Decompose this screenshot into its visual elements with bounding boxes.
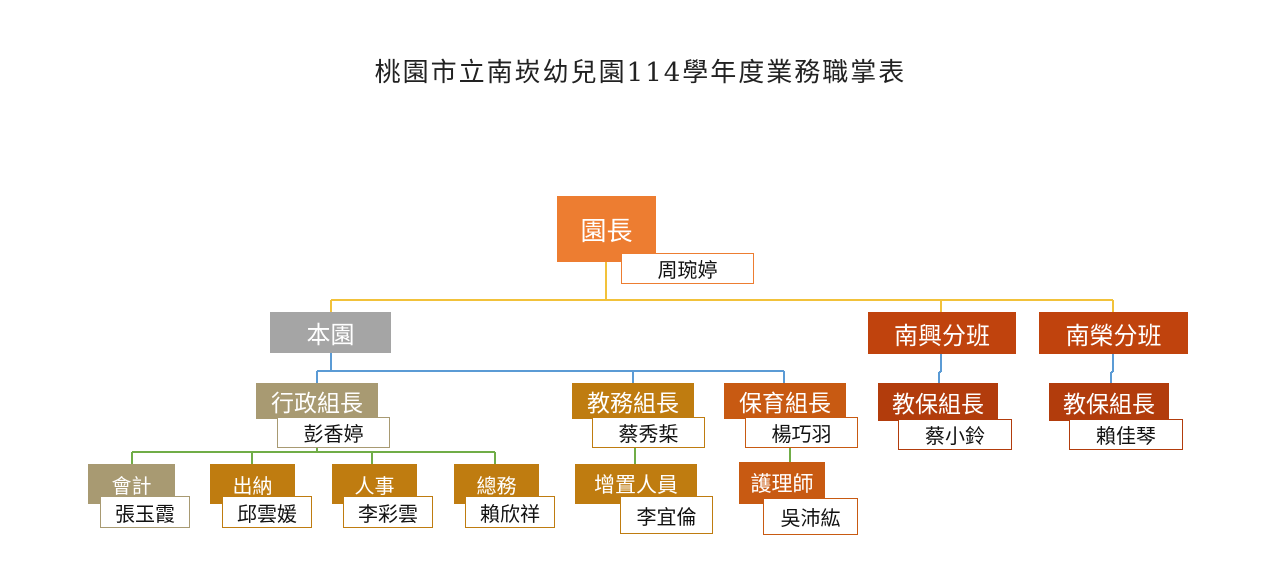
care-head-box: 保育組長 bbox=[724, 383, 846, 419]
cashier-name: 邱雲媛 bbox=[222, 496, 312, 528]
nanxing-head-box: 教保組長 bbox=[878, 383, 998, 421]
nanxing-head-name: 蔡小鈴 bbox=[898, 419, 1012, 450]
nanrong-branch-box: 南榮分班 bbox=[1039, 312, 1188, 354]
nurse-box: 護理師 bbox=[739, 462, 825, 504]
principal-box: 園長 bbox=[557, 196, 656, 262]
nanxing-branch-box: 南興分班 bbox=[868, 312, 1016, 354]
care-head-name: 楊巧羽 bbox=[745, 417, 858, 448]
admin-head-box: 行政組長 bbox=[256, 383, 378, 419]
procurement-name: 李宜倫 bbox=[620, 496, 713, 534]
academic-head-name: 蔡秀梊 bbox=[592, 417, 705, 448]
nurse-name: 吳沛紘 bbox=[763, 498, 858, 535]
accounting-name: 張玉霞 bbox=[100, 496, 190, 528]
admin-head-name: 彭香婷 bbox=[277, 417, 390, 448]
principal-name: 周琬婷 bbox=[621, 253, 754, 284]
main-campus-box: 本園 bbox=[270, 312, 391, 353]
page-title: 桃園市立南崁幼兒園114學年度業務職掌表 bbox=[374, 58, 907, 88]
principal-role: 園長 bbox=[580, 216, 633, 247]
nanrong-head-name: 賴佳琴 bbox=[1069, 419, 1183, 450]
general-affairs-name: 賴欣祥 bbox=[465, 496, 555, 528]
personnel-name: 李彩雲 bbox=[343, 496, 433, 528]
academic-head-box: 教務組長 bbox=[572, 383, 694, 419]
nanrong-head-box: 教保組長 bbox=[1049, 383, 1169, 421]
